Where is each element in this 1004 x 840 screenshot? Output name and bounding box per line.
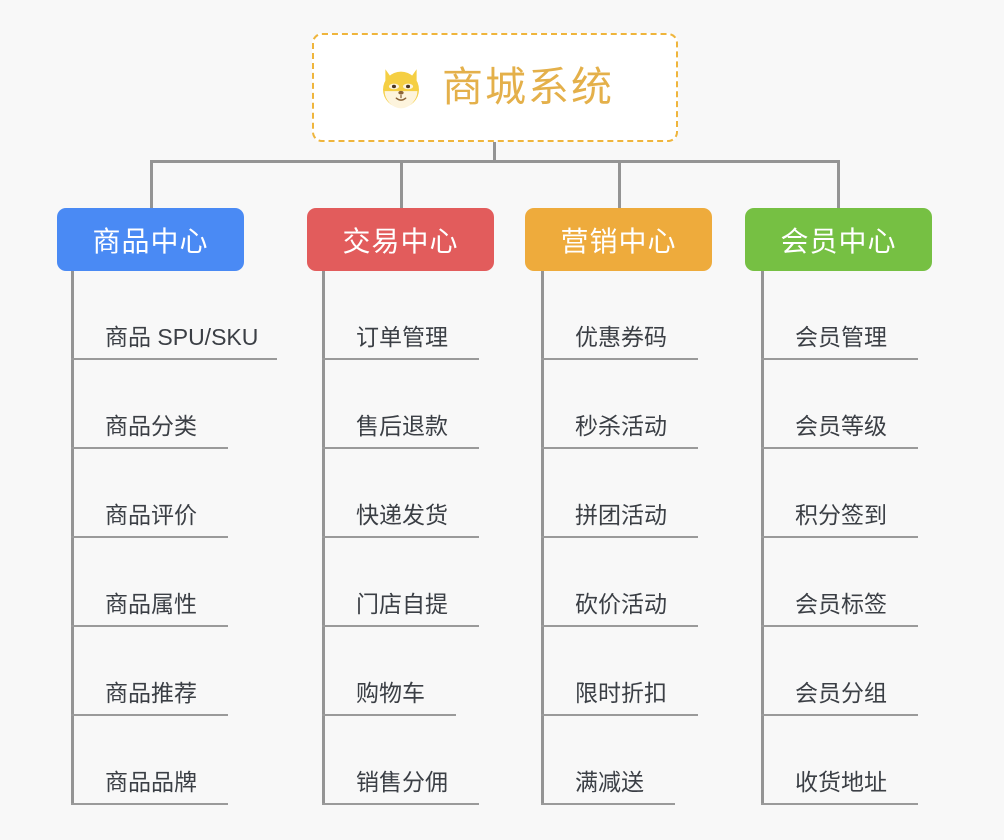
leaf-item[interactable]: 满减送: [541, 716, 675, 805]
leaf-item[interactable]: 门店自提: [322, 538, 479, 627]
leaf-item[interactable]: 商品分类: [71, 360, 228, 449]
leaf-item[interactable]: 商品评价: [71, 449, 228, 538]
leaf-item[interactable]: 销售分佣: [322, 716, 479, 805]
leaf-label: 秒杀活动: [575, 413, 667, 439]
leaf-label: 订单管理: [356, 324, 448, 350]
leaf-label: 会员管理: [795, 324, 887, 350]
leaf-label: 商品属性: [105, 591, 197, 617]
leaf-item[interactable]: 商品品牌: [71, 716, 228, 805]
connector-horizontal-bus: [150, 160, 840, 163]
branch-trunk: [322, 271, 325, 805]
leaf-label: 限时折扣: [575, 680, 667, 706]
leaf-item[interactable]: 拼团活动: [541, 449, 698, 538]
leaf-item[interactable]: 购物车: [322, 627, 456, 716]
leaf-item[interactable]: 快递发货: [322, 449, 479, 538]
branch-trunk: [71, 271, 74, 805]
leaf-item[interactable]: 会员等级: [761, 360, 918, 449]
leaf-label: 优惠券码: [575, 324, 667, 350]
leaf-label: 积分签到: [795, 502, 887, 528]
category-box-trade[interactable]: 交易中心: [307, 208, 494, 271]
leaf-item[interactable]: 限时折扣: [541, 627, 698, 716]
leaf-label: 购物车: [356, 680, 425, 706]
branch-trunk: [541, 271, 544, 805]
category-label: 商品中心: [92, 225, 209, 257]
leaf-item[interactable]: 会员管理: [761, 271, 918, 360]
category-box-marketing[interactable]: 营销中心: [525, 208, 712, 271]
leaf-label: 快递发货: [356, 502, 448, 528]
category-box-member[interactable]: 会员中心: [745, 208, 932, 271]
leaf-label: 会员等级: [795, 413, 887, 439]
leaf-label: 商品分类: [105, 413, 197, 439]
branch-trunk: [761, 271, 764, 805]
leaf-item[interactable]: 商品 SPU/SKU: [71, 271, 277, 360]
leaf-label: 售后退款: [356, 413, 448, 439]
category-label: 交易中心: [342, 225, 459, 257]
leaf-label: 满减送: [575, 769, 644, 795]
leaf-item[interactable]: 订单管理: [322, 271, 479, 360]
leaf-item[interactable]: 商品属性: [71, 538, 228, 627]
leaf-label: 收货地址: [795, 769, 887, 795]
leaf-label: 商品评价: [105, 502, 197, 528]
leaf-item[interactable]: 会员标签: [761, 538, 918, 627]
root-title: 商城系统: [442, 64, 614, 110]
category-box-products[interactable]: 商品中心: [57, 208, 244, 271]
shiba-dog-face-icon: [376, 63, 426, 113]
leaf-item[interactable]: 砍价活动: [541, 538, 698, 627]
category-label: 营销中心: [560, 225, 677, 257]
leaf-label: 商品 SPU/SKU: [105, 324, 259, 350]
connector-drop-4: [837, 160, 840, 208]
leaf-label: 会员标签: [795, 591, 887, 617]
category-label: 会员中心: [780, 225, 897, 257]
leaf-label: 砍价活动: [575, 591, 667, 617]
leaf-item[interactable]: 商品推荐: [71, 627, 228, 716]
root-node[interactable]: 商城系统: [312, 33, 678, 142]
leaf-item[interactable]: 秒杀活动: [541, 360, 698, 449]
connector-drop-3: [618, 160, 621, 208]
leaf-item[interactable]: 收货地址: [761, 716, 918, 805]
leaf-item[interactable]: 售后退款: [322, 360, 479, 449]
connector-root-stub: [493, 142, 496, 163]
connector-drop-2: [400, 160, 403, 208]
leaf-label: 会员分组: [795, 680, 887, 706]
leaf-label: 门店自提: [356, 591, 448, 617]
leaf-item[interactable]: 会员分组: [761, 627, 918, 716]
leaf-label: 拼团活动: [575, 502, 667, 528]
leaf-label: 商品推荐: [105, 680, 197, 706]
connector-drop-1: [150, 160, 153, 208]
leaf-item[interactable]: 积分签到: [761, 449, 918, 538]
leaf-label: 销售分佣: [356, 769, 448, 795]
leaf-label: 商品品牌: [105, 769, 197, 795]
leaf-item[interactable]: 优惠券码: [541, 271, 698, 360]
